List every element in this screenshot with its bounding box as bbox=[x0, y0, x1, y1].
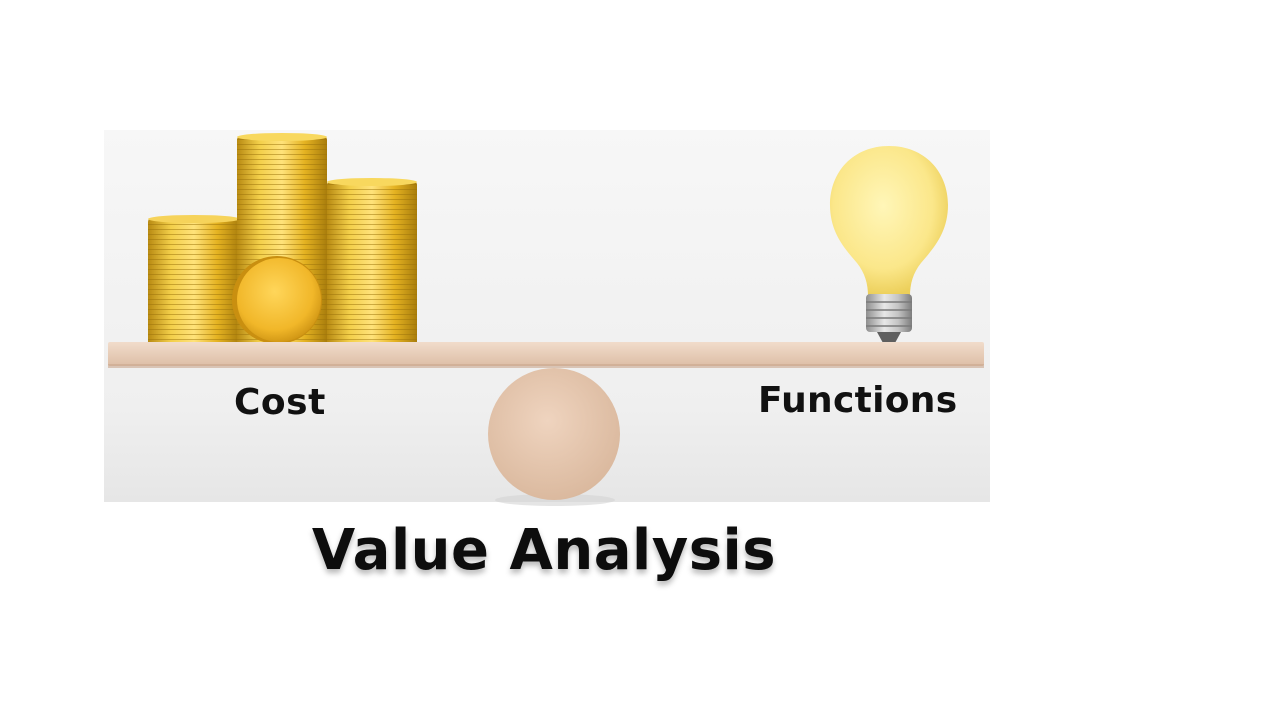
gold-coin-stacks-icon bbox=[148, 133, 417, 346]
cost-label: Cost bbox=[234, 382, 326, 423]
functions-label: Functions bbox=[758, 380, 958, 421]
page-title: Value Analysis bbox=[311, 518, 777, 583]
seesaw-plank bbox=[108, 342, 984, 368]
light-bulb-icon bbox=[830, 146, 948, 343]
fulcrum bbox=[488, 368, 620, 506]
